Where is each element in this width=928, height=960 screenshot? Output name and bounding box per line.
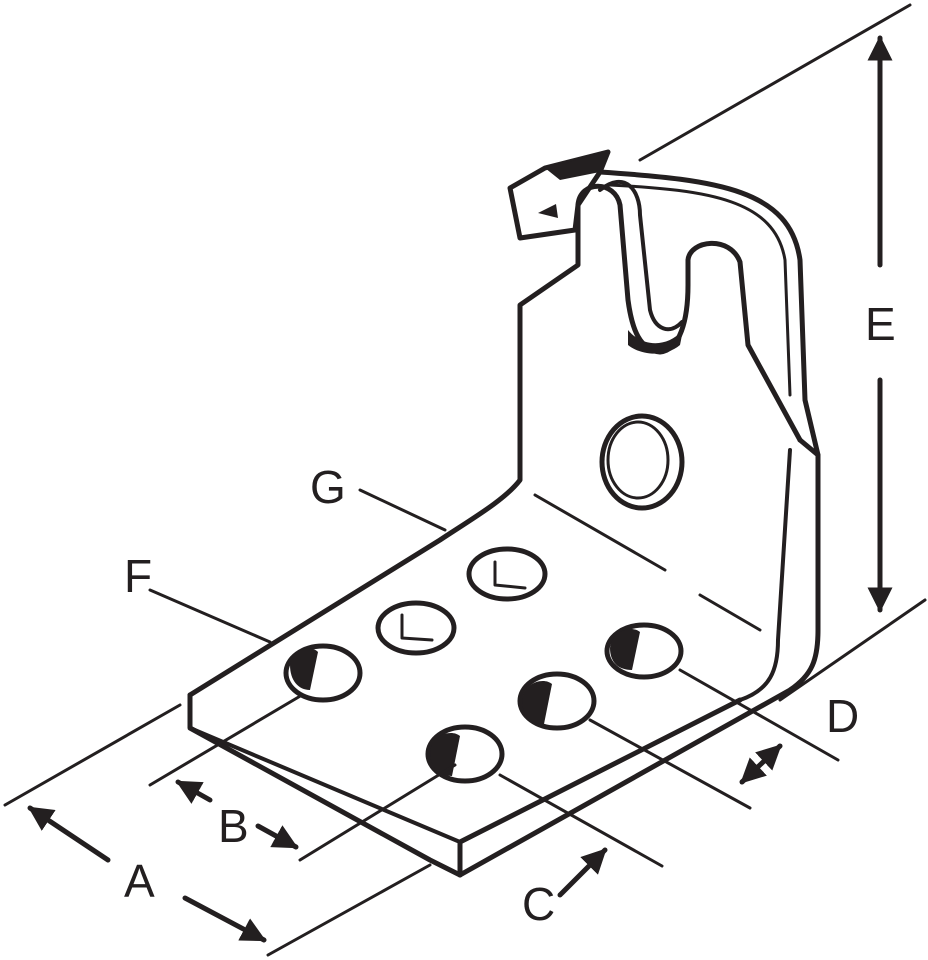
extension-line-d	[678, 668, 840, 762]
arrow-d	[739, 743, 783, 785]
base-plate-right-edge	[457, 437, 821, 878]
vertical-leg-hole-inner	[606, 420, 670, 500]
bend-line-2	[698, 593, 762, 632]
label-b: B	[218, 800, 249, 852]
arrow-b-left	[175, 779, 213, 804]
label-a: A	[124, 855, 155, 907]
label-c: C	[522, 878, 555, 930]
extension-line-a-left	[3, 703, 182, 807]
extension-line-c-left	[498, 773, 664, 868]
hole-5	[517, 671, 597, 731]
top-tab-hole	[538, 204, 558, 218]
base-plate-holes	[283, 546, 684, 784]
slot-shadow	[628, 330, 683, 354]
label-g: G	[310, 461, 346, 513]
label-f: F	[124, 550, 152, 602]
arrow-c	[557, 847, 608, 898]
extension-line-b-left	[148, 693, 304, 787]
vertical-leg-hole	[599, 413, 685, 511]
base-plate-back-edge	[187, 202, 581, 698]
base-plate-front-left	[187, 692, 463, 878]
arrow-a-left	[27, 805, 111, 863]
slot-inner-edge	[598, 179, 684, 332]
arrow-b-right	[255, 823, 299, 850]
arrow-a-right	[182, 895, 267, 943]
hole-1	[466, 546, 548, 602]
hole-3	[283, 643, 363, 703]
leader-line-f	[148, 588, 272, 644]
label-e: E	[865, 298, 896, 350]
base-plate-thickness	[188, 726, 462, 844]
hole-4	[604, 622, 684, 680]
inner-bend-edge	[738, 448, 792, 702]
vertical-leg-top-edge	[597, 169, 821, 458]
top-tab	[507, 149, 611, 241]
dimension-arrows	[27, 35, 893, 943]
leader-line-g	[358, 488, 447, 532]
hole-6	[425, 724, 505, 784]
top-tab-shadow	[545, 152, 608, 180]
extension-line-c-right	[588, 718, 752, 810]
extension-line-bottom-right	[778, 598, 927, 702]
bend-line-1	[533, 493, 667, 572]
extension-line-a-right	[266, 863, 432, 957]
dimension-labels: A B C D E F G	[124, 298, 896, 930]
dimension-lines	[3, 3, 927, 957]
label-d: D	[826, 690, 859, 742]
bracket-outline	[187, 149, 821, 878]
base-plate-front-edge	[457, 697, 743, 878]
hole-2	[375, 600, 457, 656]
extension-line-b-right	[298, 763, 457, 862]
vertical-leg-inner-top	[608, 183, 792, 397]
extension-line-top	[638, 3, 912, 162]
